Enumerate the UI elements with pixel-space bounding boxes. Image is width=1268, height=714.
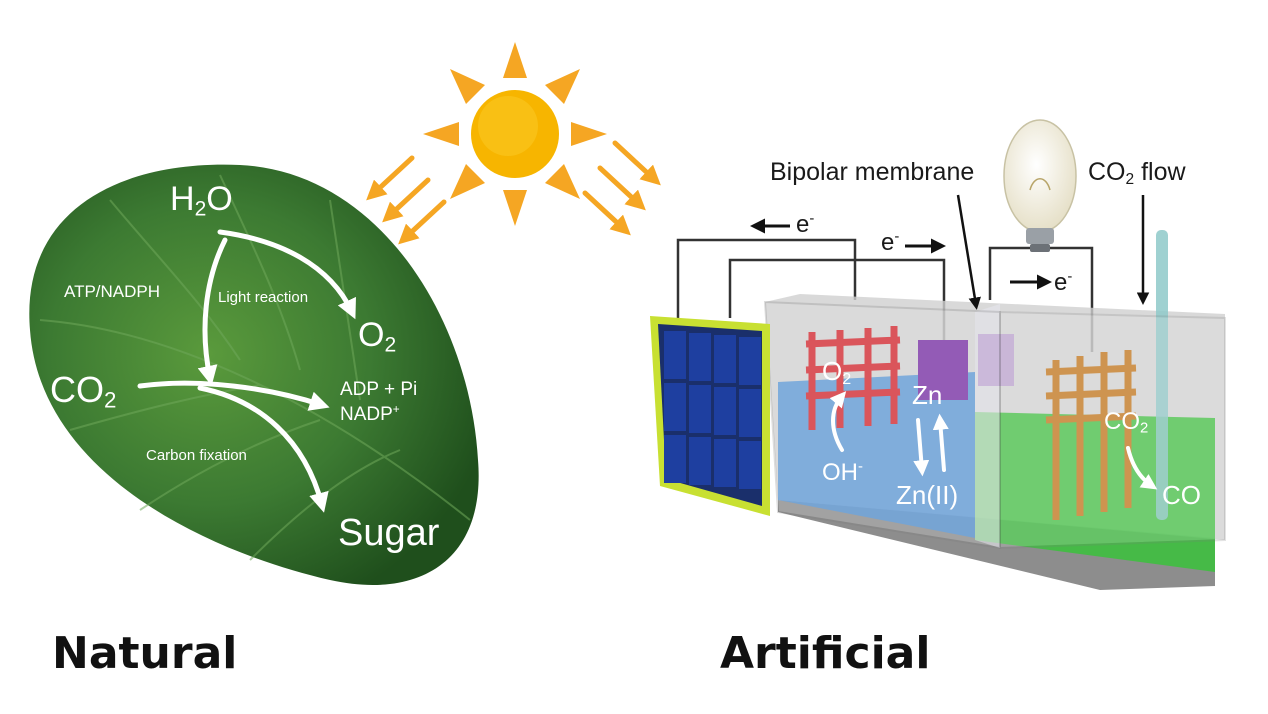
zinc-plate-ghost xyxy=(978,334,1014,386)
label-electron-left: e- xyxy=(796,212,814,237)
label-atp-nadph: ATP/NADPH xyxy=(64,282,161,301)
e-bulb-main: e xyxy=(1054,268,1068,296)
label-co: CO xyxy=(1162,480,1201,510)
e-right-sup: - xyxy=(894,229,900,245)
sun-icon xyxy=(423,42,607,226)
e-left-main: e xyxy=(796,210,810,238)
cathode-mesh-orange xyxy=(1045,350,1137,520)
leaf-co2-sub: 2 xyxy=(104,387,117,413)
oh-main: OH xyxy=(822,458,858,486)
solar-cell xyxy=(739,389,761,437)
solar-cell xyxy=(664,331,686,379)
label-leaf-o2: O2 xyxy=(358,318,396,355)
solar-cell xyxy=(714,387,736,435)
label-oh: OH- xyxy=(822,460,863,485)
cell-o2-main: O xyxy=(822,356,843,386)
caption-natural: Natural xyxy=(52,628,238,679)
arrow-zn-down xyxy=(913,418,930,477)
arrow-zn-up xyxy=(932,413,949,472)
membrane-pointer xyxy=(956,194,981,310)
cell-o2-sub: 2 xyxy=(842,370,852,389)
arrow-oh-to-o2 xyxy=(829,391,847,452)
label-zn-ii: Zn(II) xyxy=(896,480,959,510)
label-carbon-fixation: Carbon fixation xyxy=(146,447,247,464)
e-bulb-sup: - xyxy=(1067,269,1073,285)
label-electron-right: e- xyxy=(881,230,899,255)
leaf-co2-main: CO xyxy=(50,369,104,410)
leaf xyxy=(29,164,479,586)
label-h2o: H2O xyxy=(170,182,233,219)
cell-co2-sub: 2 xyxy=(1140,420,1149,437)
leaf-o2-sub: 2 xyxy=(384,333,397,357)
electrolyte-blue xyxy=(778,372,975,538)
arrow-h2o-down xyxy=(197,237,228,386)
solar-cell xyxy=(664,435,686,483)
solar-cell xyxy=(714,439,736,487)
light-bulb-icon xyxy=(1003,119,1077,252)
arrow-co2-to-adp xyxy=(137,380,330,411)
e-left-sup: - xyxy=(809,211,815,227)
zinc-plate xyxy=(918,340,968,400)
solar-panel-cells xyxy=(664,331,761,489)
label-cell-o2: O2 xyxy=(822,358,851,387)
solar-cell xyxy=(739,337,761,385)
co2flow-sub: 2 xyxy=(1125,170,1135,188)
solar-cell xyxy=(664,383,686,431)
solar-cell xyxy=(739,441,761,489)
label-bipolar-membrane: Bipolar membrane xyxy=(770,158,975,186)
e-right-main: e xyxy=(881,228,895,256)
label-leaf-co2: CO2 xyxy=(50,372,116,412)
h2o-main: H xyxy=(170,180,195,218)
solar-cell xyxy=(689,385,711,433)
nadp-main: NADP xyxy=(340,404,393,426)
sunlight-rays-right xyxy=(582,140,661,236)
sunlight-rays-left xyxy=(366,155,447,245)
electrochemical-cell xyxy=(676,119,1226,590)
label-nadp: NADP+ xyxy=(340,404,400,424)
leaf-o2-main: O xyxy=(358,316,385,354)
label-zn: Zn xyxy=(912,380,943,410)
arrow-co2-to-sugar xyxy=(197,385,329,513)
label-light-reaction: Light reaction xyxy=(218,289,309,306)
tank-right-wall xyxy=(999,310,1226,550)
h2o-tail: O xyxy=(206,180,233,218)
label-co2-flow: CO2 flow xyxy=(1088,158,1186,188)
caption-artificial: Artificial xyxy=(720,628,931,679)
h2o-sub: 2 xyxy=(194,197,207,221)
solar-panel xyxy=(650,316,770,516)
label-adp-pi: ADP + Pi xyxy=(340,379,418,400)
label-sugar: Sugar xyxy=(338,512,440,554)
co2-inlet-tube xyxy=(1156,230,1168,520)
label-electron-bulb: e- xyxy=(1054,270,1072,295)
electron-arrows xyxy=(750,218,1052,290)
label-cell-co2: CO2 xyxy=(1104,410,1148,437)
anode-mesh-red xyxy=(805,326,901,430)
arrow-h2o-to-o2 xyxy=(217,229,356,320)
co2flow-tail: flow xyxy=(1134,158,1186,186)
co2flow-main: CO xyxy=(1088,158,1126,186)
solar-cell xyxy=(689,333,711,381)
electrolyte-green xyxy=(975,412,1215,572)
cell-arrows xyxy=(829,391,1158,490)
tank-front-wall xyxy=(763,300,1001,550)
cell-co2-main: CO xyxy=(1104,408,1140,435)
nadp-sup: + xyxy=(392,403,400,416)
leaf-arrows xyxy=(137,229,356,513)
oh-sup: - xyxy=(858,459,863,475)
solar-cell xyxy=(714,335,736,383)
solar-cell xyxy=(689,437,711,485)
arrow-co2-to-co xyxy=(1126,446,1158,490)
